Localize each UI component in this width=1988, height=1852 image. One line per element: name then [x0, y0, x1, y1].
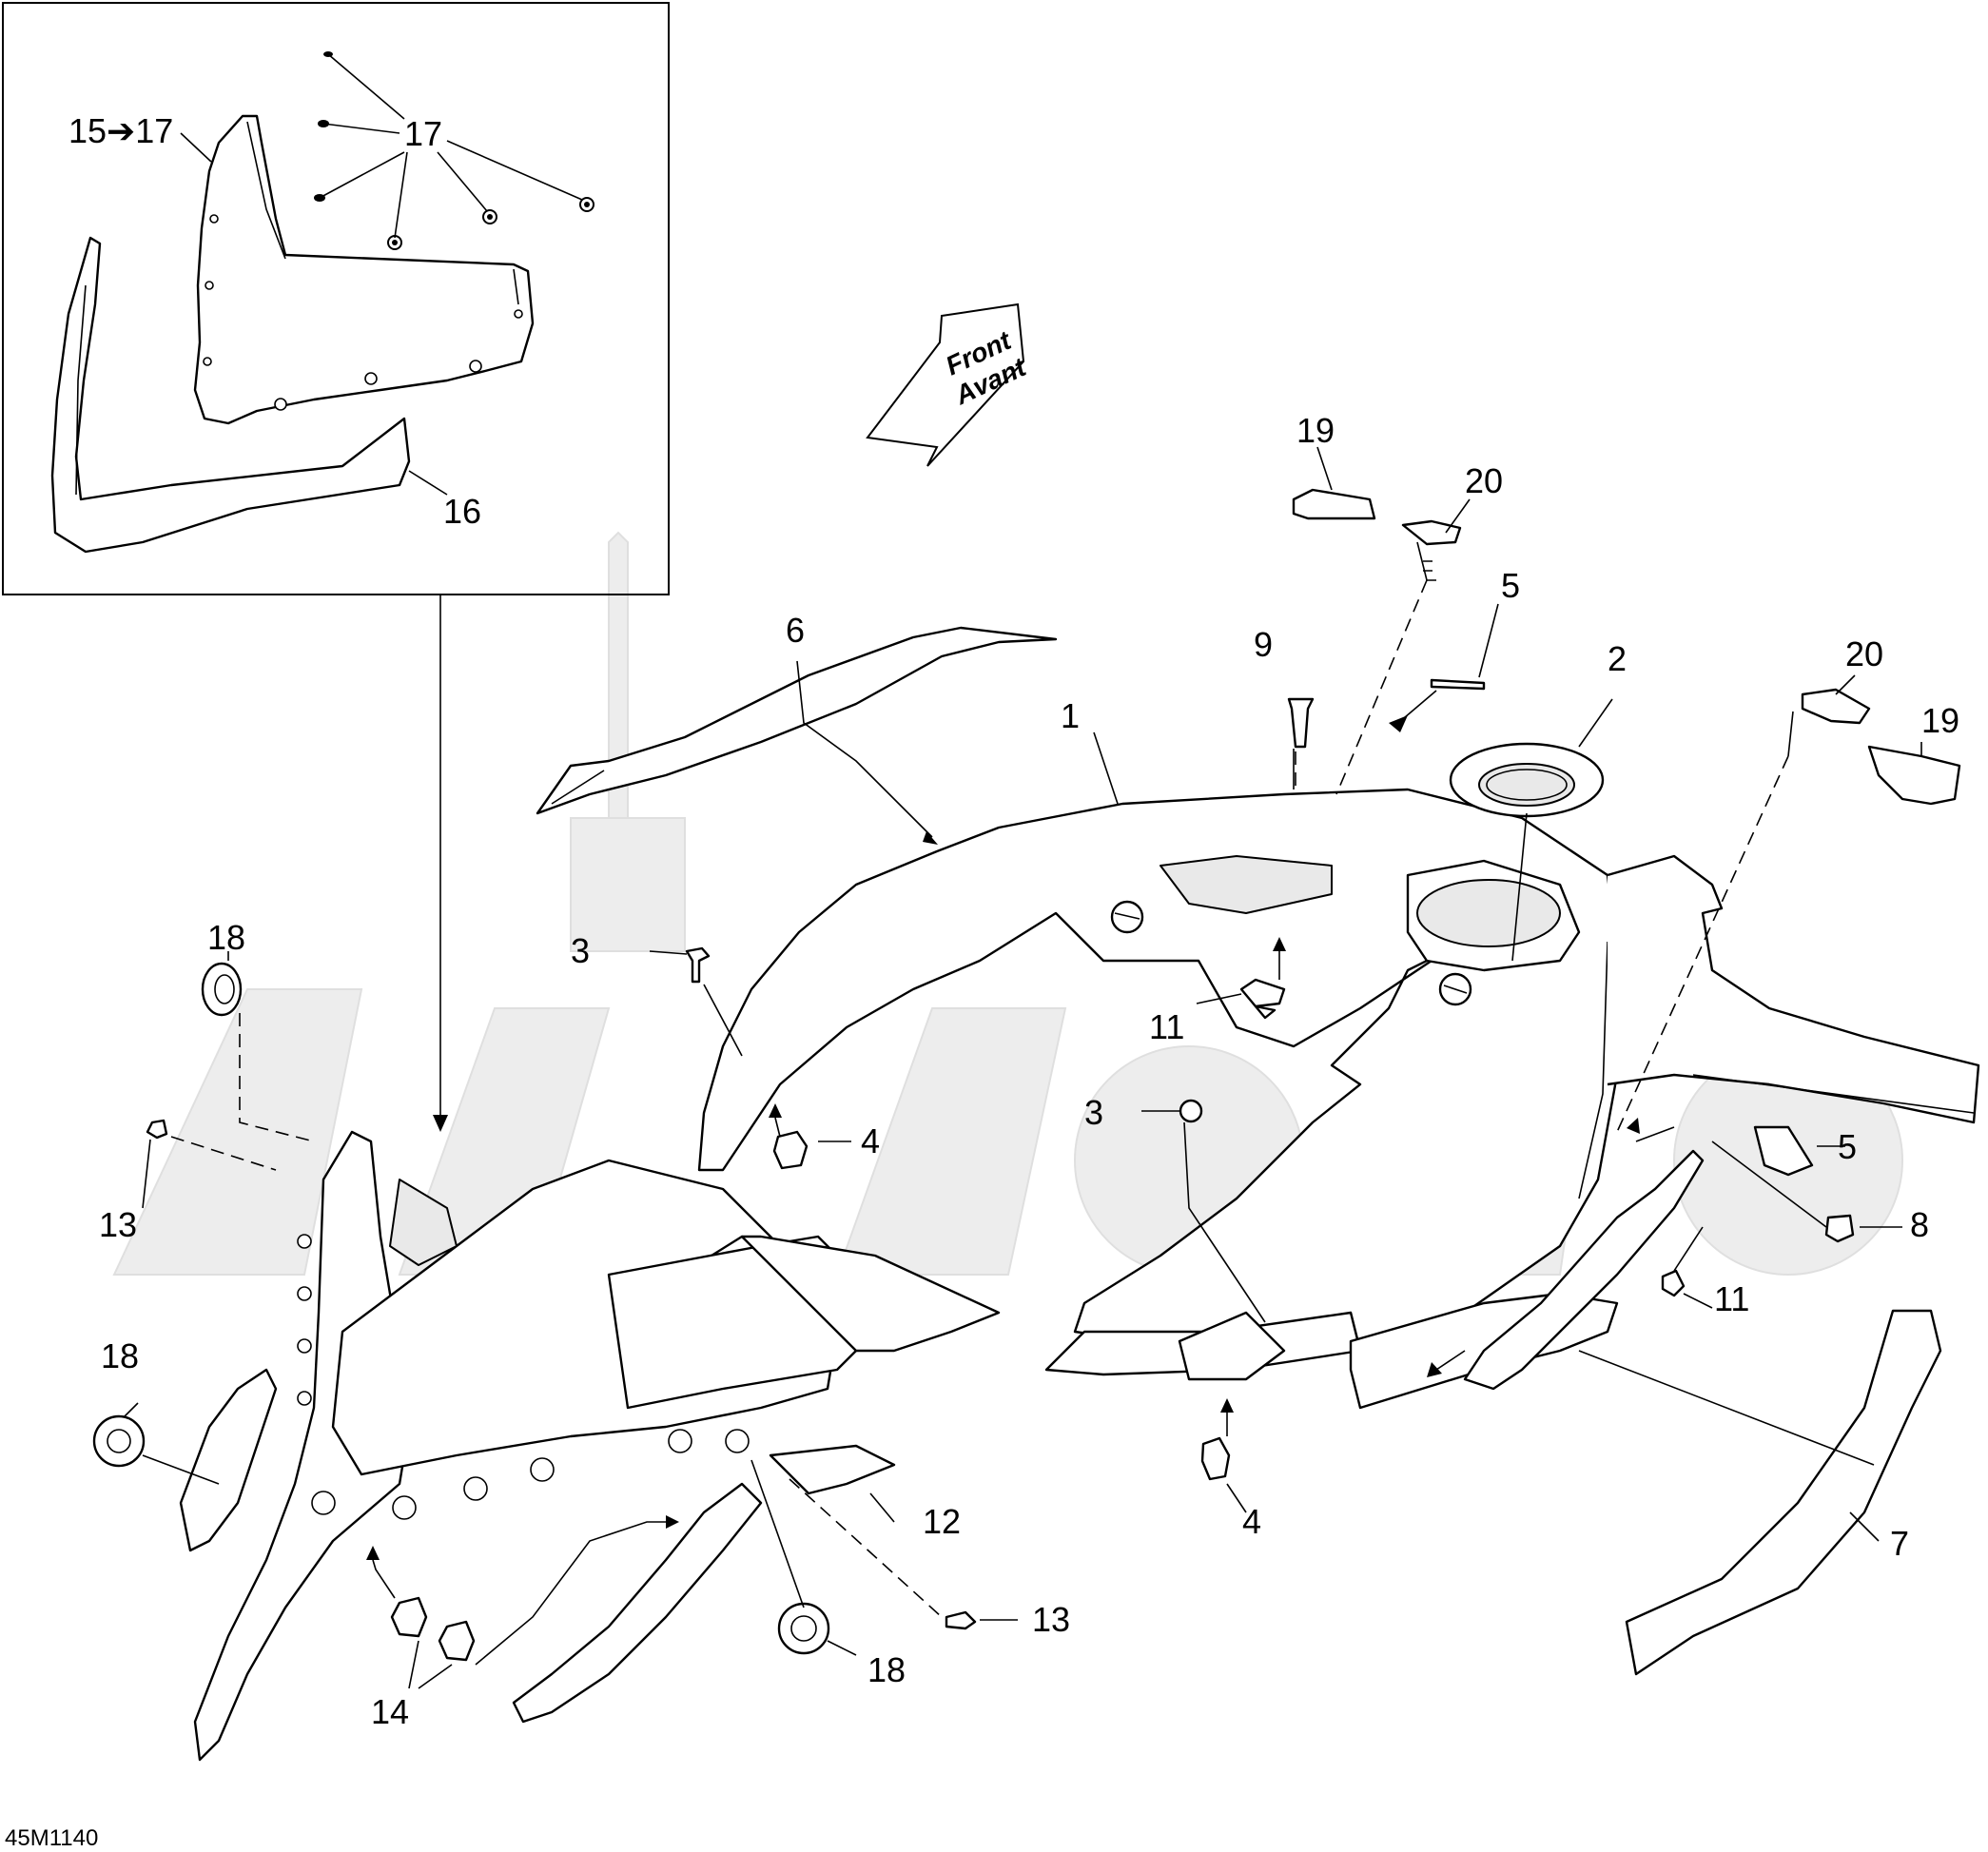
inset-label-16: 16: [443, 492, 481, 531]
callout-18b: 18: [101, 1336, 139, 1375]
clip-11a: [1239, 978, 1286, 1008]
diagram-code: 45M1140: [5, 1825, 98, 1851]
callout-7: 7: [1890, 1524, 1909, 1563]
callout-4a: 4: [861, 1121, 880, 1160]
screw-8: [1824, 1214, 1855, 1243]
callout-4b: 4: [1242, 1502, 1261, 1541]
fastener-20b: [1801, 688, 1871, 725]
windshield-panel: [193, 114, 535, 425]
callout-20a: 20: [1465, 461, 1503, 500]
knob-19a: [1292, 488, 1376, 520]
callout-9: 9: [1254, 625, 1273, 664]
left-side-panel: [179, 1130, 1001, 1762]
fastener-20a: [1401, 519, 1462, 546]
callout-19a: 19: [1296, 411, 1335, 450]
leader-lines: [123, 446, 1922, 1689]
fasteners: [92, 488, 1961, 1662]
knob-19b: [1867, 745, 1961, 806]
inset-range-to: 17: [135, 111, 173, 150]
inset-range-from: 15: [68, 111, 107, 150]
callout-19b: 19: [1921, 701, 1959, 740]
decal-6: [536, 626, 1058, 815]
bolt-13b: [945, 1610, 977, 1630]
grommet-18c: [777, 1602, 830, 1655]
clip-4b: [1200, 1436, 1231, 1481]
svg-text:15➔17: 15➔17: [68, 111, 173, 150]
inset-range-arrow-icon: ➔: [107, 111, 135, 150]
decal-7: [1625, 1309, 1942, 1676]
clip-4a: [772, 1130, 809, 1170]
pin-9: [1287, 697, 1315, 749]
bolt-13a: [146, 1119, 168, 1140]
callout-8: 8: [1910, 1205, 1929, 1244]
clip-11b: [1661, 1269, 1686, 1297]
callout-13b: 13: [1032, 1600, 1070, 1639]
callout-12: 12: [923, 1502, 961, 1541]
windshield-trim: [50, 236, 411, 554]
grommet-18a: [201, 962, 243, 1017]
front-direction-arrow: Front Avant: [866, 302, 1031, 467]
callout-18c: 18: [867, 1650, 906, 1689]
callout-labels: 19 20 5 2 9 6 1 20 19 3 11 18 4 3 5 8 13…: [99, 411, 1959, 1731]
grommet-18b: [92, 1414, 146, 1468]
screw-3a: [685, 946, 711, 984]
callout-11b: 11: [1714, 1279, 1749, 1318]
screw-3b: [1179, 1099, 1203, 1123]
callout-3a: 3: [571, 931, 590, 970]
inset-panel: 15➔17 17 16: [2, 2, 670, 595]
callout-2: 2: [1608, 639, 1627, 678]
nut-14a: [390, 1596, 428, 1638]
callout-3b: 3: [1084, 1093, 1103, 1132]
callout-13a: 13: [99, 1205, 137, 1244]
callout-14: 14: [371, 1692, 409, 1731]
callout-18a: 18: [207, 918, 245, 957]
strip-5b: [1753, 1125, 1814, 1177]
callout-6: 6: [786, 611, 805, 650]
callout-5b: 5: [1838, 1127, 1857, 1166]
strip-5a: [1430, 678, 1486, 691]
nut-14b: [438, 1620, 476, 1662]
callout-5a: 5: [1501, 566, 1520, 605]
callout-20b: 20: [1845, 634, 1883, 673]
callout-11a: 11: [1149, 1007, 1184, 1046]
tank-side-panel: [1463, 1149, 1705, 1391]
inset-label-17: 17: [404, 114, 442, 153]
callout-1: 1: [1061, 696, 1080, 735]
